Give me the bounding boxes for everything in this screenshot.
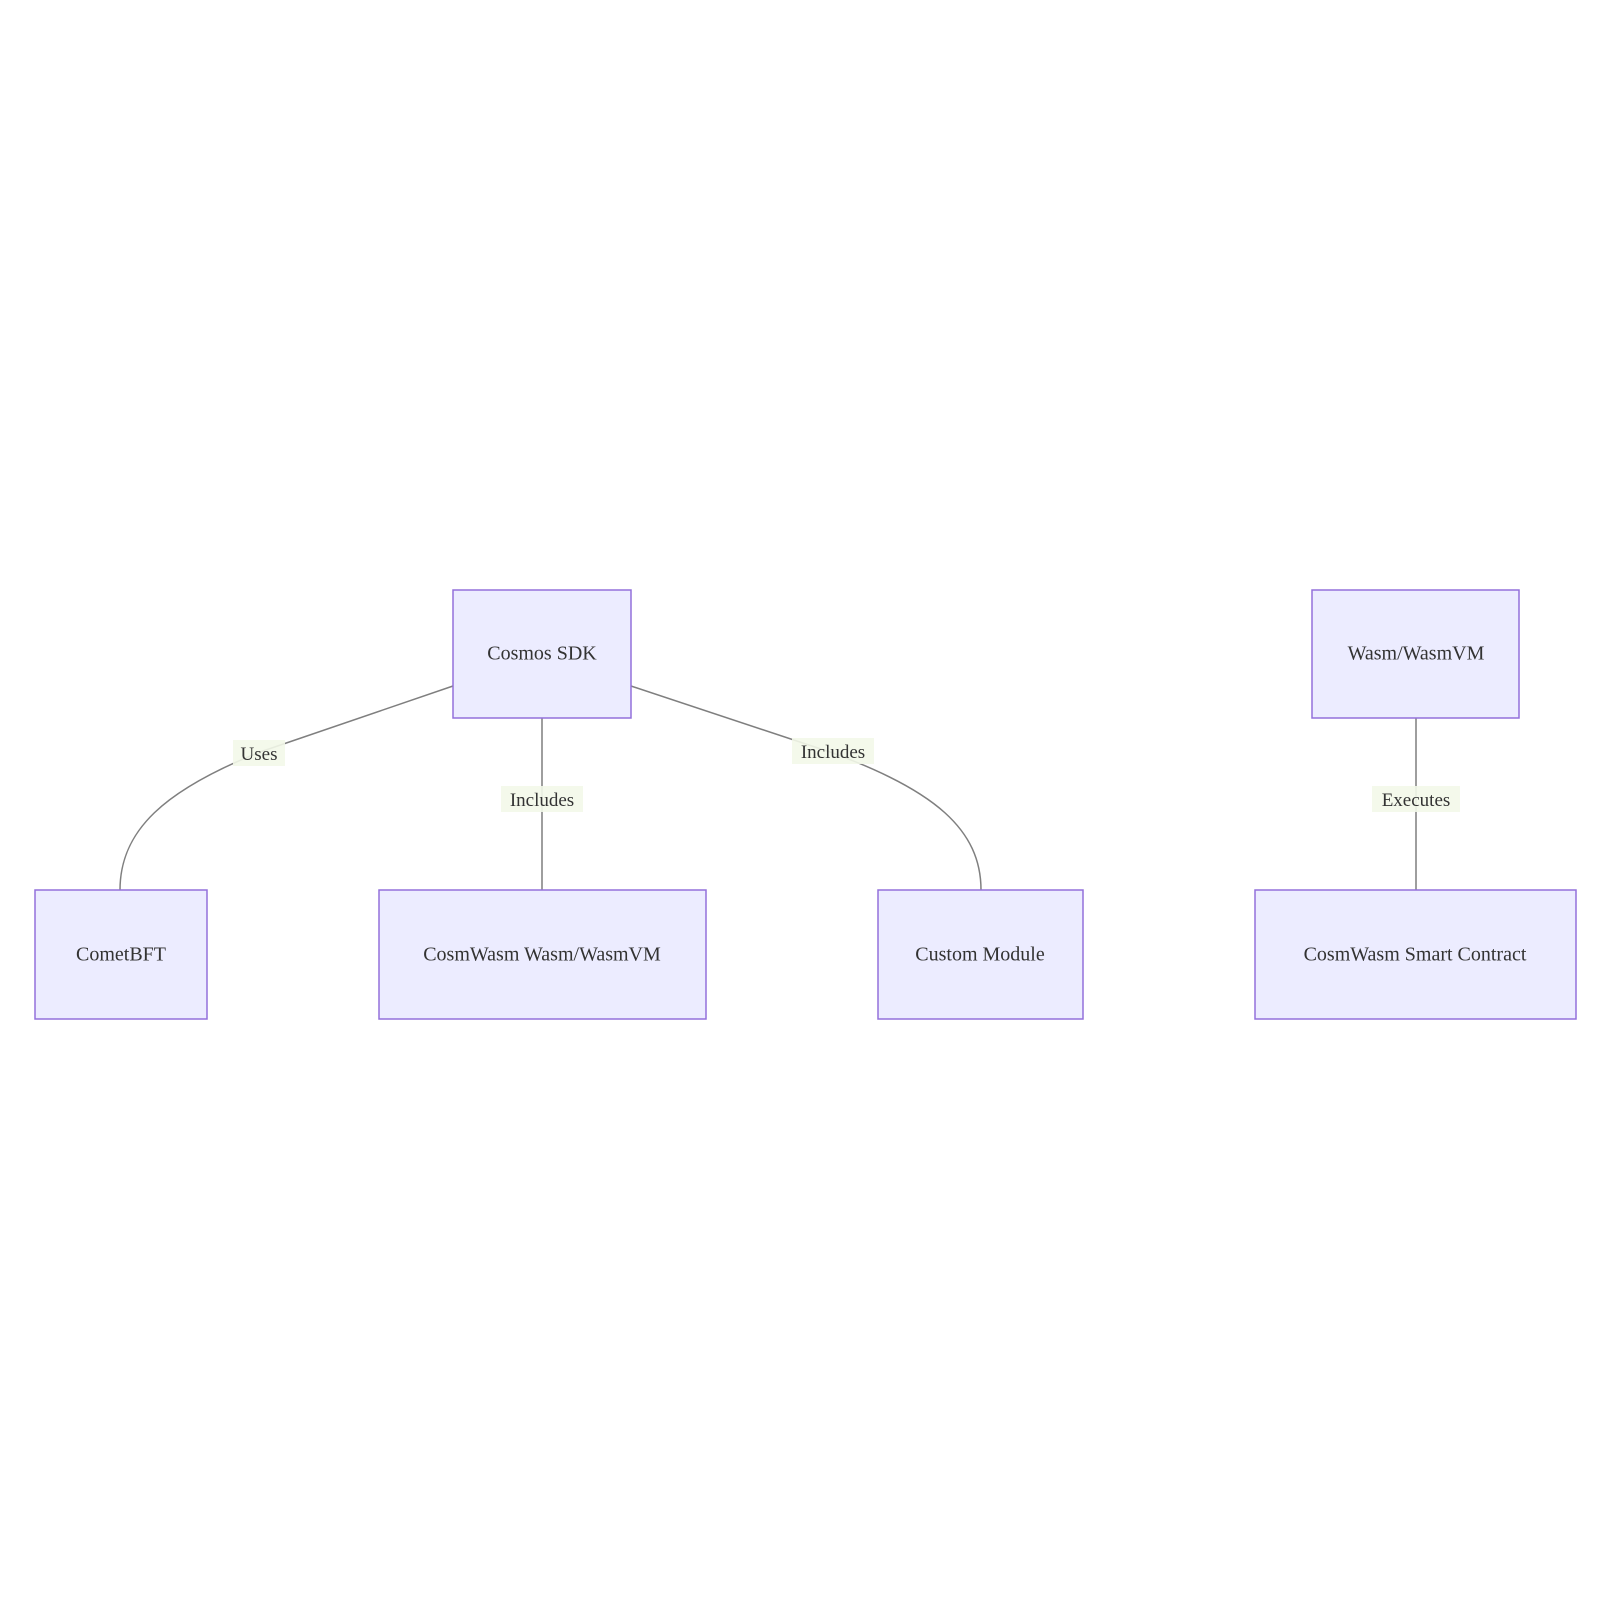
node-label: Wasm/WasmVM <box>1348 643 1485 665</box>
node-wasm-wasmvm[interactable]: Wasm/WasmVM <box>1311 589 1520 719</box>
edge-label-text: Includes <box>801 742 865 763</box>
node-cometbft[interactable]: CometBFT <box>34 889 208 1020</box>
node-label: CosmWasm Smart Contract <box>1304 944 1527 966</box>
node-label: CosmWasm Wasm/WasmVM <box>423 944 661 966</box>
edge-label-uses: Uses <box>233 740 285 766</box>
edge-label-executes: Executes <box>1372 786 1460 812</box>
node-cosmos-sdk[interactable]: Cosmos SDK <box>452 589 632 719</box>
node-label: Cosmos SDK <box>487 643 597 665</box>
edge-label-includes-cosmwasm: Includes <box>501 786 583 812</box>
node-custom-module[interactable]: Custom Module <box>877 889 1084 1020</box>
edge-label-includes-custom: Includes <box>792 738 874 764</box>
node-cosmwasm-smart-contract[interactable]: CosmWasm Smart Contract <box>1254 889 1577 1020</box>
node-cosmwasm-wasm-wasmvm[interactable]: CosmWasm Wasm/WasmVM <box>378 889 707 1020</box>
edges <box>119 685 1417 891</box>
node-label: CometBFT <box>76 944 166 966</box>
edge-sdk-to-custom-module <box>630 685 982 891</box>
edge-label-text: Includes <box>510 790 574 811</box>
edge-label-text: Uses <box>241 744 278 765</box>
node-label: Custom Module <box>915 944 1045 966</box>
edge-sdk-to-cometbft <box>119 685 454 891</box>
edge-label-text: Executes <box>1382 790 1451 811</box>
